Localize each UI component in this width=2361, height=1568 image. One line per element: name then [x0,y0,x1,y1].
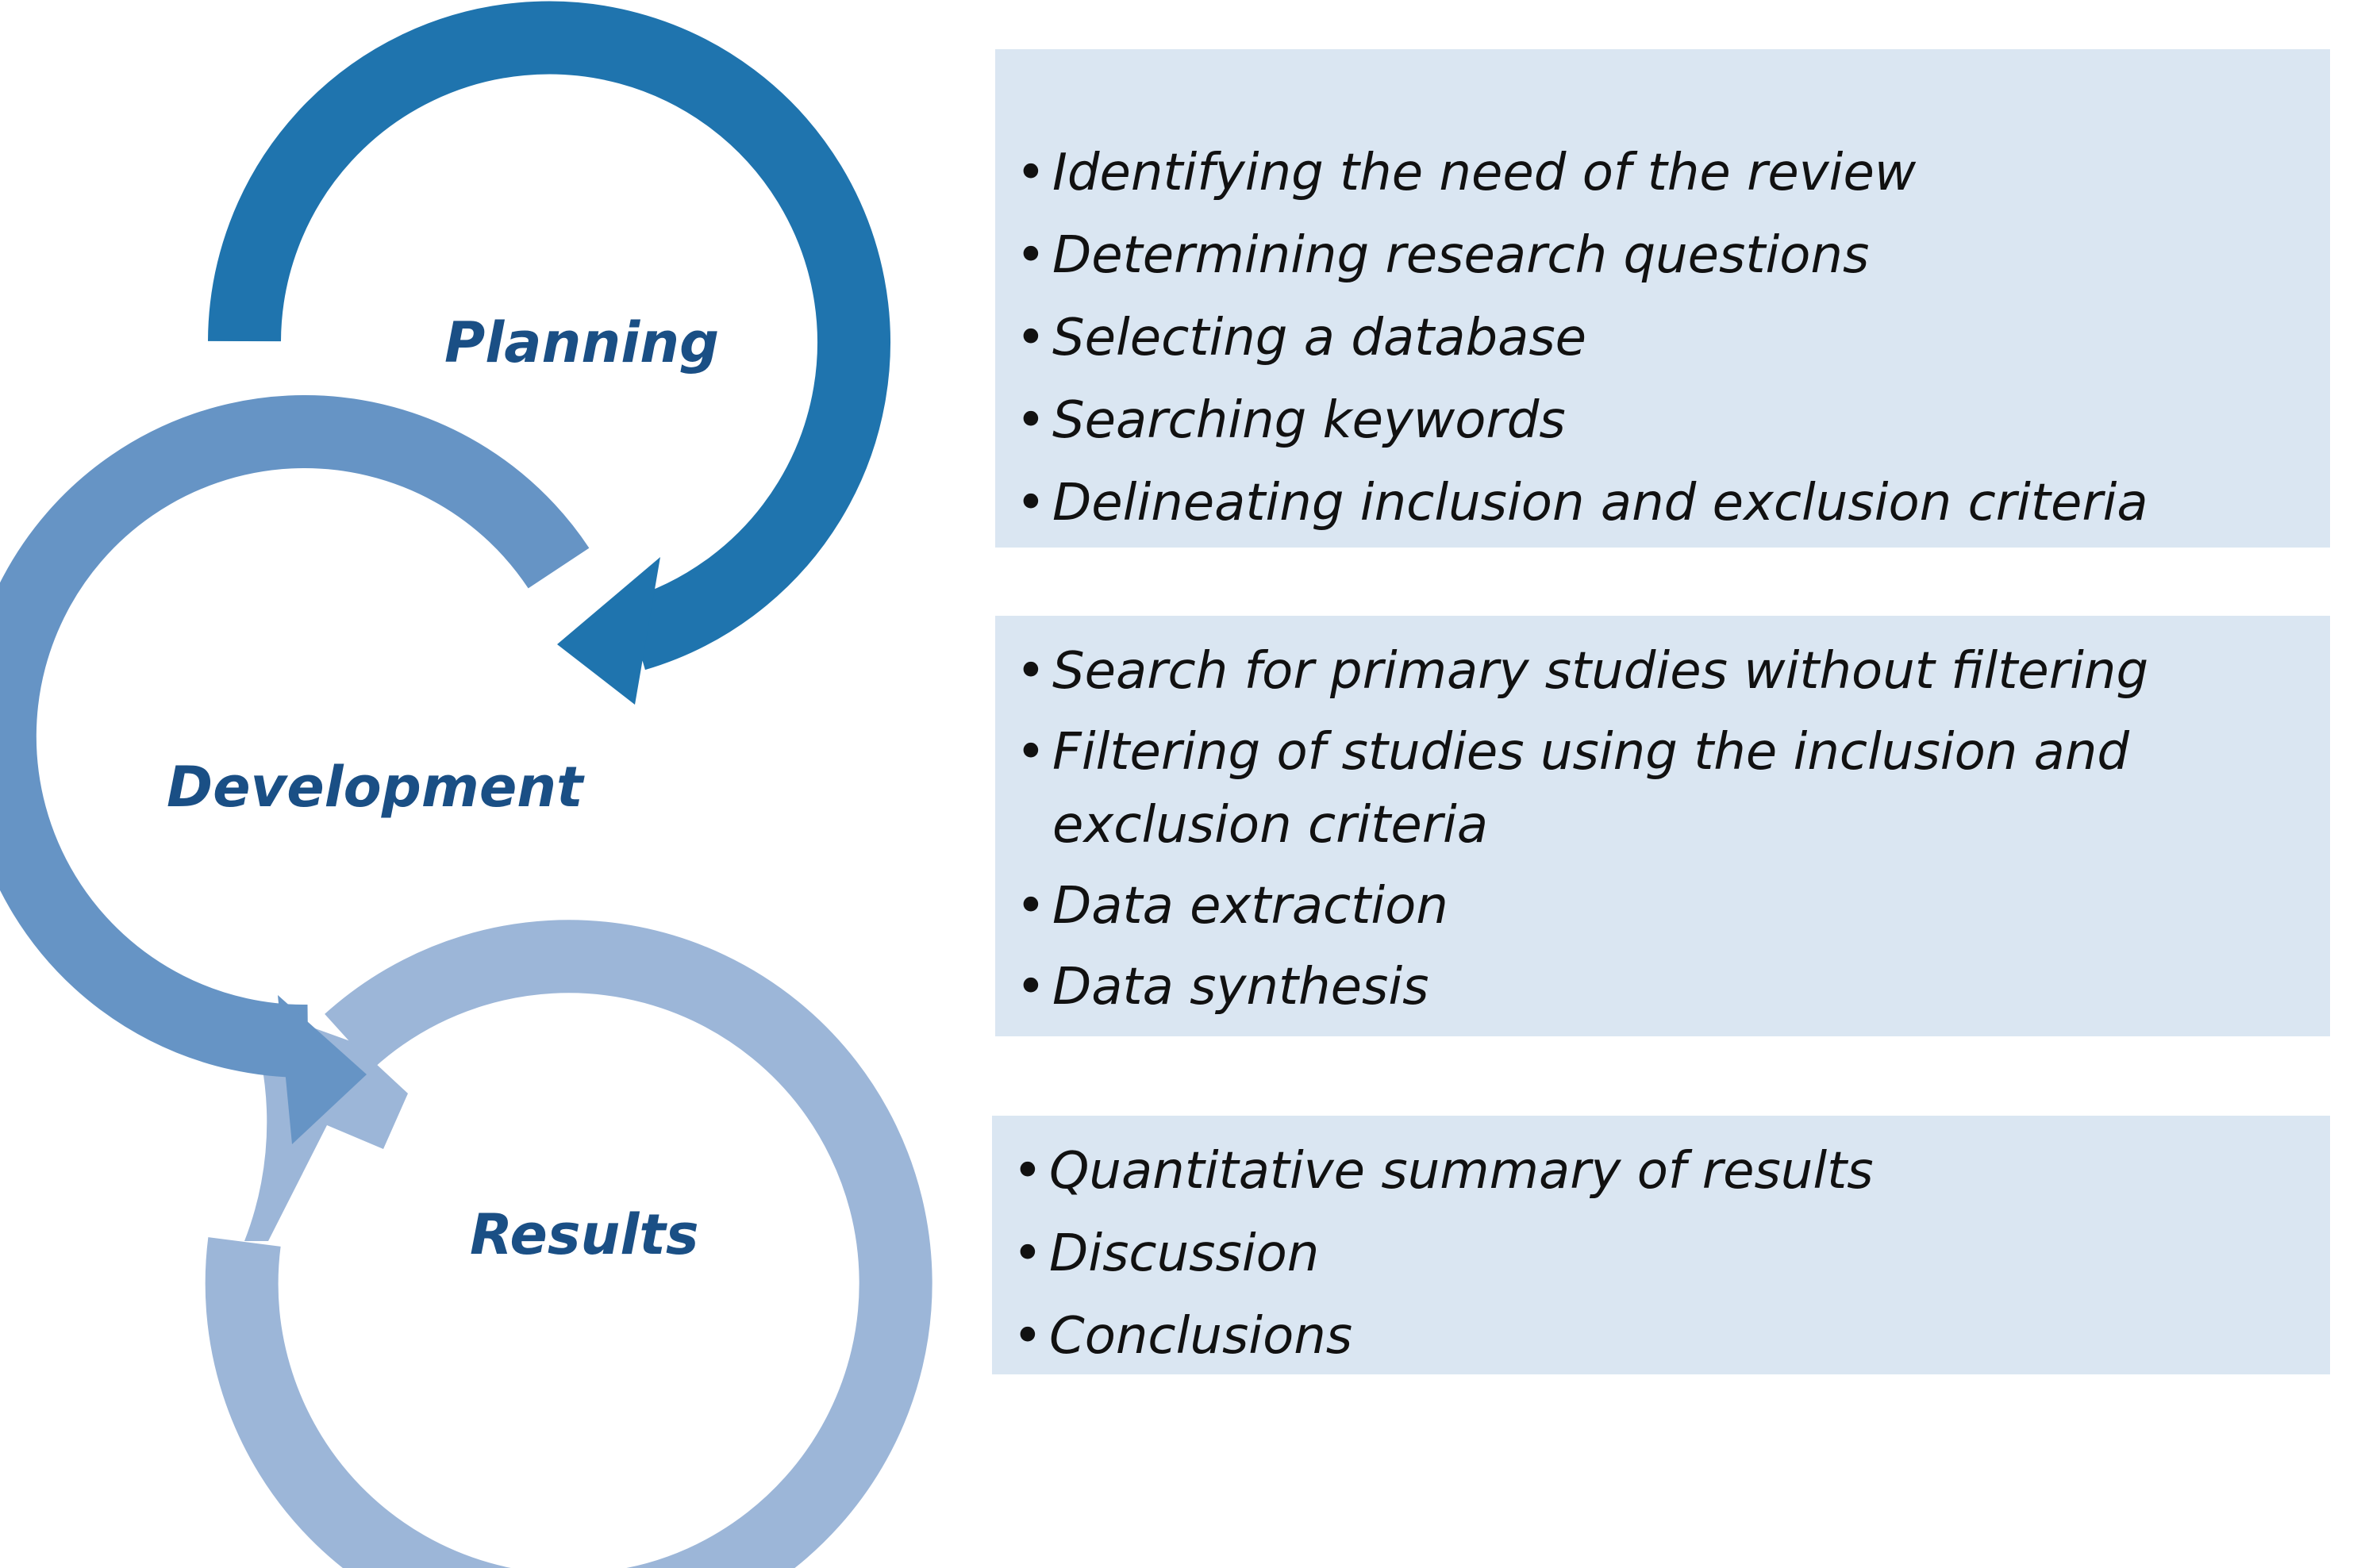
bullet-icon: • [1016,877,1046,936]
results-steps-panel: •Quantitative summary of results•Discuss… [992,1116,2330,1374]
bullet-icon: • [1016,226,1046,285]
development-ring-arc [0,395,590,1078]
results-step-item: •Conclusions [1008,1300,2322,1373]
bullet-icon: • [1016,642,1046,701]
bullet-icon: • [1013,1142,1043,1201]
step-text: Identifying the need of the review [1052,144,1917,202]
planning-arrowhead [557,557,660,705]
planning-step-item: •Determining research questions [1011,219,2322,292]
development-steps-list: •Search for primary studies without filt… [1011,635,2322,1024]
bullet-icon: • [1013,1224,1043,1283]
bullet-icon: • [1016,391,1046,450]
development-step-item: •Search for primary studies without filt… [1011,635,2322,708]
bullet-icon: • [1016,309,1046,367]
results-step-item: •Discussion [1008,1217,2322,1290]
planning-ring-arc [208,1,890,671]
development-step-item: •Data extraction [1011,870,2322,943]
planning-step-item: •Delineating inclusion and exclusion cri… [1011,467,2322,540]
results-steps-list: •Quantitative summary of results•Discuss… [1008,1135,2322,1373]
step-text: Discussion [1049,1224,1320,1283]
development-steps-panel: •Search for primary studies without filt… [995,616,2330,1036]
phase-label-planning: Planning [444,310,719,375]
step-text: Selecting a database [1052,309,1587,367]
step-text: Searching keywords [1052,391,1566,450]
bullet-icon: • [1016,958,1046,1017]
development-arrowhead [278,995,367,1144]
results-step-item: •Quantitative summary of results [1008,1135,2322,1208]
step-text: Quantitative summary of results [1049,1142,1874,1201]
step-text: Determining research questions [1052,226,1870,285]
bullet-icon: • [1016,144,1046,202]
step-text: Search for primary studies without filte… [1052,642,2149,701]
development-step-item: •Filtering of studies using the inclusio… [1011,716,2322,862]
planning-step-item: •Searching keywords [1011,384,2322,457]
development-step-item: •Data synthesis [1011,951,2322,1024]
planning-steps-panel: •Identifying the need of the review•Dete… [995,49,2330,548]
step-text: Data synthesis [1052,958,1429,1017]
planning-step-item: •Identifying the need of the review [1011,136,2322,209]
step-text: Conclusions [1049,1307,1353,1366]
cycle-diagram: Planning Development Results [0,1,932,1568]
phase-label-results: Results [470,1202,699,1267]
bullet-icon: • [1016,474,1046,532]
planning-steps-list: •Identifying the need of the review•Dete… [1011,136,2322,540]
step-text: Delineating inclusion and exclusion crit… [1052,474,2148,532]
results-ring-arc [205,920,932,1568]
planning-step-item: •Selecting a database [1011,302,2322,375]
step-text: Filtering of studies using the inclusion… [1052,723,2130,855]
bullet-icon: • [1016,723,1046,782]
bullet-icon: • [1013,1307,1043,1366]
step-text: Data extraction [1052,877,1448,936]
phase-label-development: Development [167,755,585,820]
